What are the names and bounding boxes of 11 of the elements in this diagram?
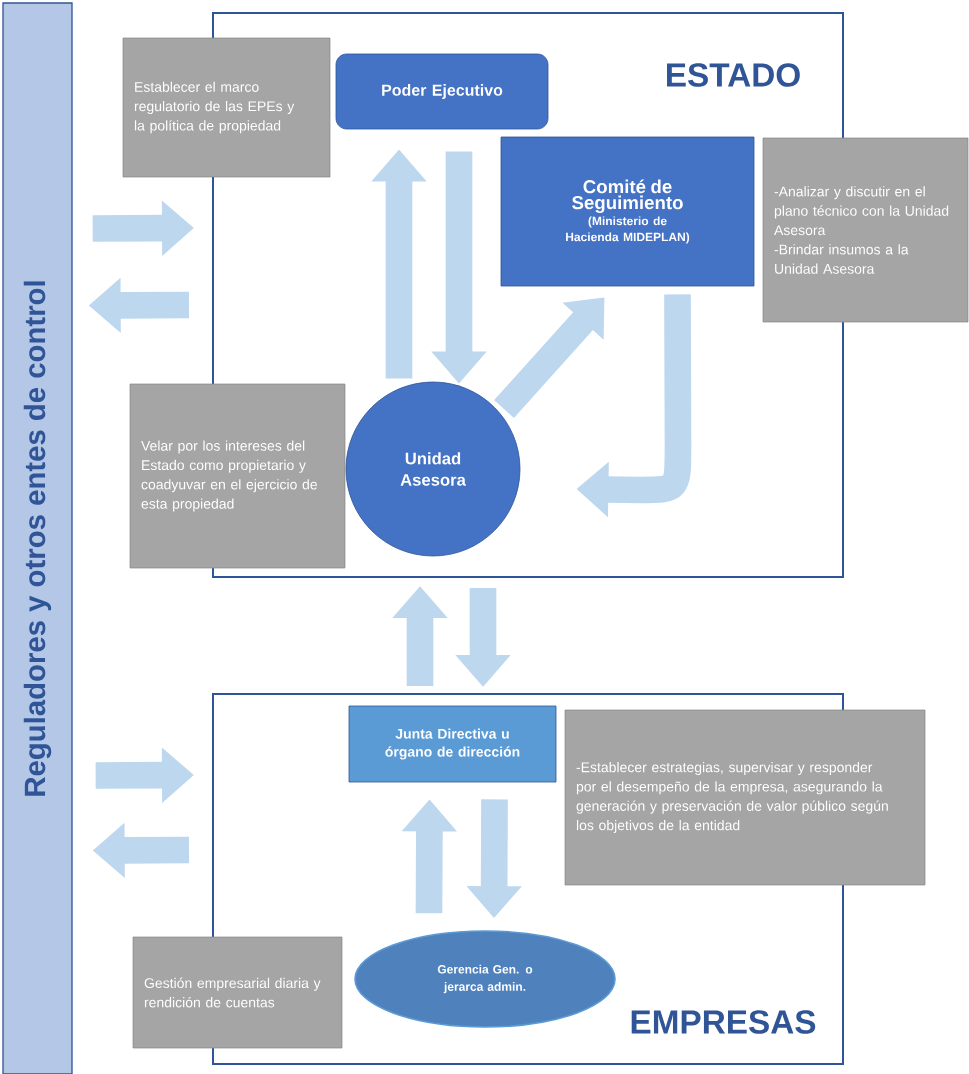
note-box: Velar por los intereses del Estado como propietario y coadyuvar en el ejercicio de esta propiedad [129,383,346,569]
note-box: Establecer el marco regulatorio de las EPEs y la política de propiedad [122,37,331,178]
note-box: -Establecer estrategias, supervisar y responder por el desempeño de la empresa, asegurando la generación y preservación de valor público según los objetivos de la entidad [564,709,926,886]
side-band: Reguladores y otros entes de control [2,2,73,1074]
process-box: Junta Directiva u órgano de dirección [348,705,557,783]
process-box: Comité de Seguimiento (Ministerio de Hacienda MIDEPLAN) [500,136,755,287]
rounded-box: Poder Ejecutivo [335,53,549,130]
ellipse-node: Gerencia Gen. o jerarca admin. [354,930,616,1028]
note-box: -Analizar y discutir en el plano técnico con la Unidad Asesora -Brindar insumos a la Unidad Asesora [762,137,969,323]
note-box: Gestión empresarial diaria y rendición de cuentas [132,936,343,1049]
circle-node: Unidad Asesora [345,381,521,557]
